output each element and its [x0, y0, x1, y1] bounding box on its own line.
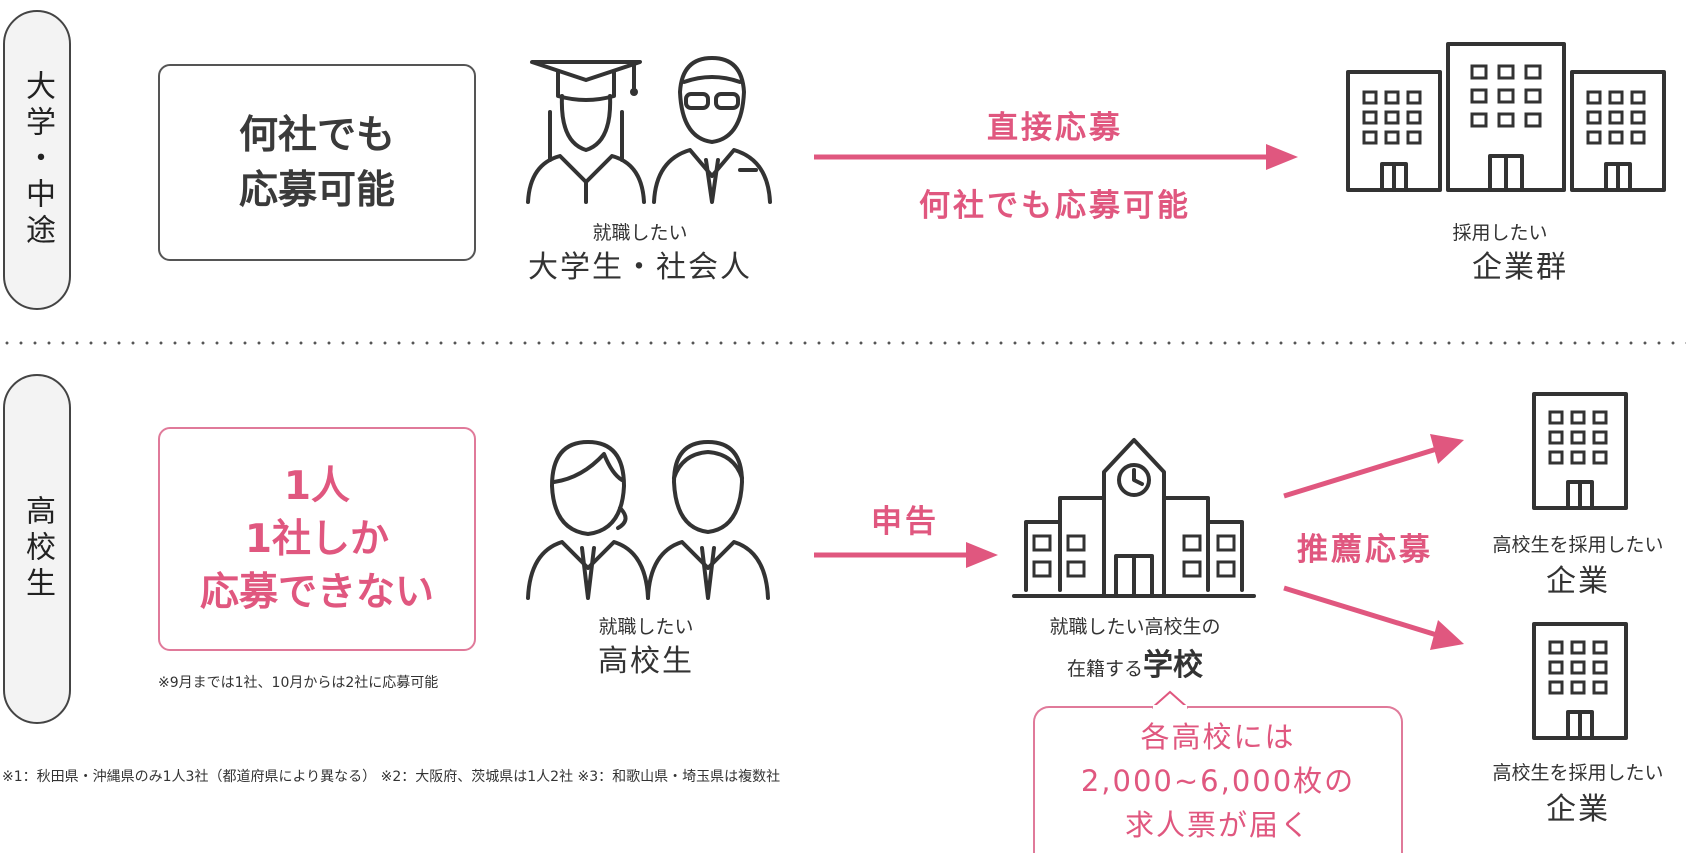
school-caption-line1: 就職したい高校生の	[1049, 616, 1221, 638]
any-company-arrow-label: 何社でも応募可能	[919, 188, 1191, 224]
direct-apply-arrow	[814, 144, 1298, 170]
school-caption-line2: 在籍する学校	[1010, 640, 1260, 684]
section-divider	[0, 341, 1686, 345]
company2-caption-small: 高校生を採用したい	[1492, 762, 1664, 784]
company-buildings-icon	[1346, 42, 1666, 192]
declare-arrow	[814, 542, 998, 568]
callout-pointer	[1151, 690, 1189, 709]
row-label-highschool: 高校生	[3, 374, 71, 724]
box-any-company-line2: 応募可能	[238, 167, 395, 213]
footnote: ※1：秋田県・沖縄県のみ1人3社（都道府県により異なる） ※2：大阪府、茨城県は…	[2, 769, 781, 785]
callout-pointer-cover	[1153, 705, 1187, 709]
top-companies-caption-small: 採用したい	[1452, 222, 1548, 244]
company2-caption-big: 企業	[1546, 792, 1610, 827]
declare-label: 申告	[871, 504, 939, 540]
direct-apply-label: 直接応募	[987, 110, 1123, 146]
company1-caption-small: 高校生を採用したい	[1492, 534, 1664, 556]
row-label-highschool-text: 高校生	[20, 495, 55, 603]
box-any-company: 何社でも 応募可能	[158, 64, 476, 261]
company-building-icon-2	[1532, 622, 1628, 740]
box-one-company: 1人 1社しか 応募できない	[158, 427, 476, 651]
row-label-university-text: 大学・中途	[20, 70, 55, 250]
box-one-company-line3: 応募できない	[199, 569, 434, 615]
school-building-icon	[1012, 438, 1256, 598]
callout-line1: 各高校には	[1140, 719, 1296, 754]
callout-job-offers: 各高校には 2,000~6,000枚の 求人票が届く	[1033, 706, 1403, 853]
box-one-company-line2: 1社しか	[244, 516, 390, 562]
school-caption-big: 学校	[1143, 648, 1203, 683]
top-persons-caption-big: 大学生・社会人	[528, 250, 752, 285]
high-school-students-icon	[526, 440, 770, 600]
callout-line2: 2,000~6,000枚の	[1080, 763, 1356, 798]
bottom-persons-caption-small: 就職したい	[598, 616, 694, 638]
box-any-company-line1: 何社でも	[238, 112, 395, 158]
company1-caption-big: 企業	[1546, 564, 1610, 599]
recommend-apply-label: 推薦応募	[1297, 532, 1433, 568]
top-companies-caption-big: 企業群	[1472, 250, 1568, 285]
box-one-company-note: ※9月までは1社、10月からは2社に応募可能	[158, 675, 439, 691]
bottom-persons-caption-big: 高校生	[598, 644, 694, 679]
top-persons-caption-small: 就職したい	[592, 222, 688, 244]
graduate-businessman-icon	[526, 56, 772, 204]
company-building-icon-1	[1532, 392, 1628, 510]
school-caption-prefix: 在籍する	[1066, 658, 1143, 680]
callout-line3: 求人票が届く	[1124, 807, 1311, 842]
recommend-arrows	[1283, 434, 1464, 650]
box-one-company-line1: 1人	[283, 463, 351, 509]
row-label-university: 大学・中途	[3, 10, 71, 310]
